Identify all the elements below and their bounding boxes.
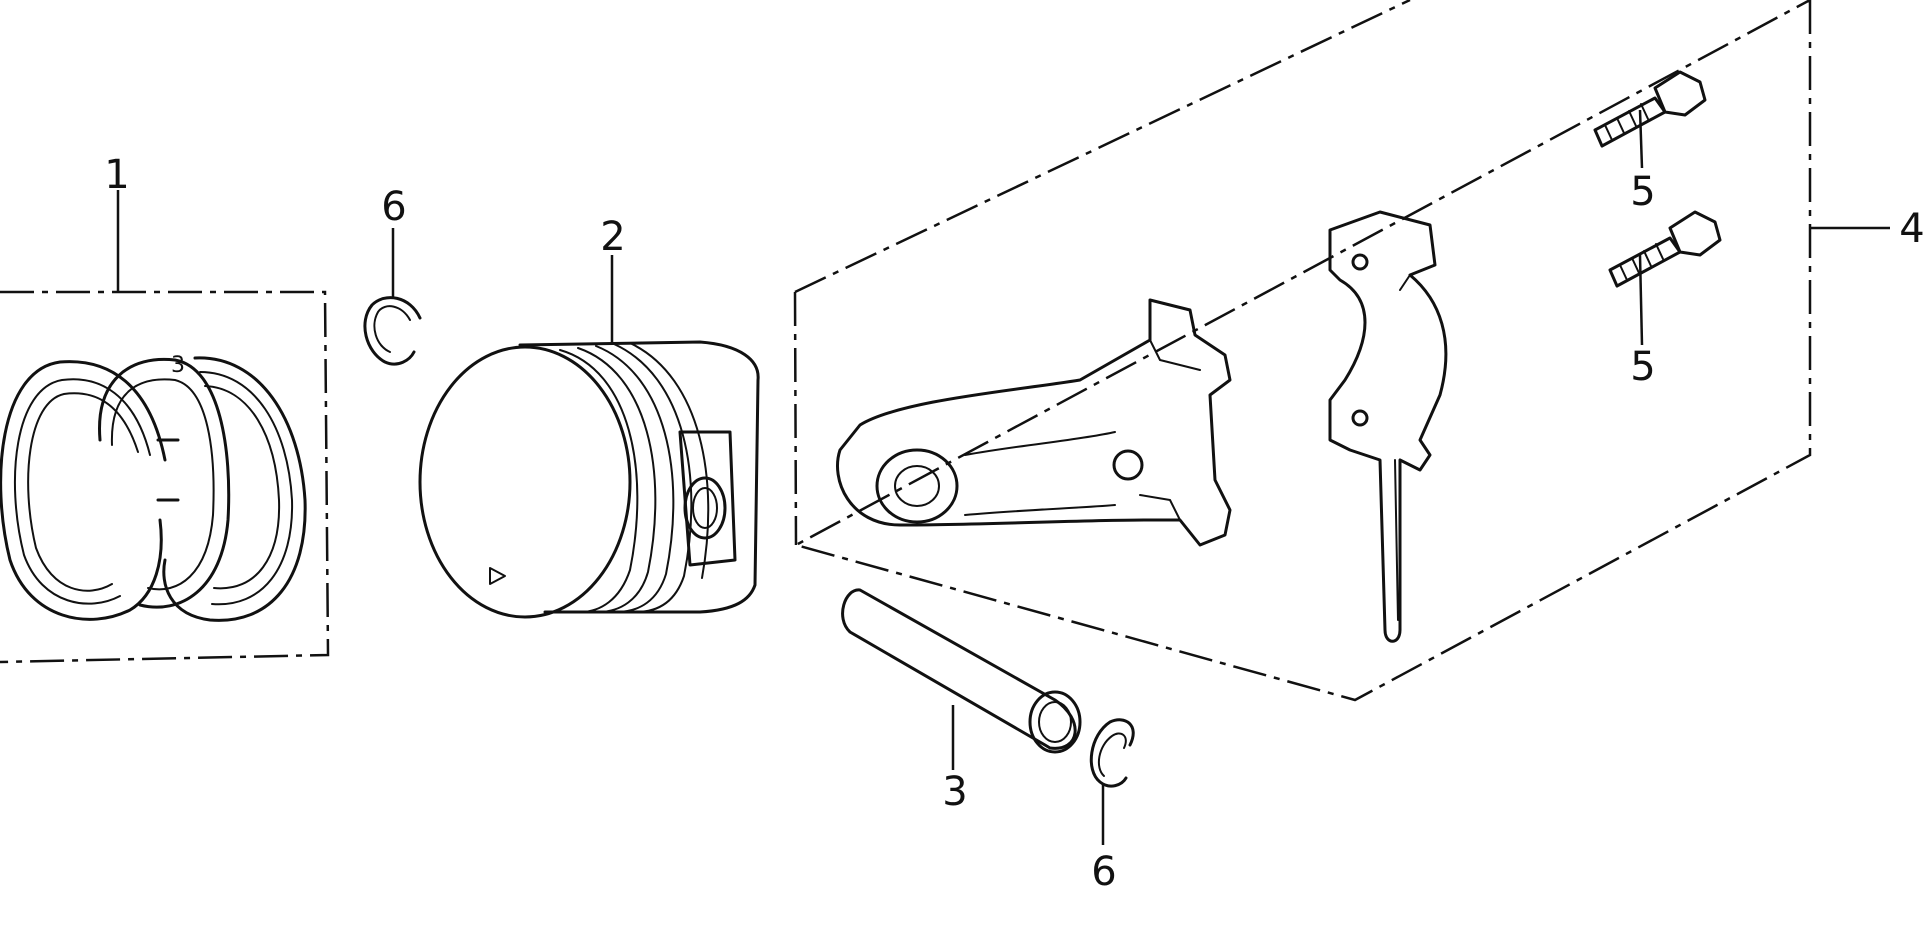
circlip-icon[interactable] (363, 228, 422, 366)
connecting-rod-icon[interactable] (836, 298, 1232, 547)
callout-pin-clip-lower: 6 (1091, 849, 1116, 895)
callout-pin-clip-upper: 6 (381, 184, 406, 230)
callout-piston-rings: 1 (104, 152, 129, 198)
connecting-rod-assembly-frame (792, 0, 1890, 702)
callout-piston-pin: 3 (942, 769, 967, 815)
bolt-icon[interactable] (1593, 70, 1707, 169)
piston-icon[interactable] (418, 255, 760, 619)
circlip-icon[interactable] (1089, 718, 1135, 845)
callout-rod-bolt-upper: 5 (1630, 169, 1655, 215)
piston-pin-icon[interactable] (841, 588, 1082, 770)
callout-piston: 2 (600, 214, 625, 260)
piston-ring-set-icon[interactable]: 3 (0, 190, 330, 664)
callout-rod-bolt-lower: 5 (1630, 344, 1655, 390)
rod-cap-icon[interactable] (1328, 210, 1448, 643)
callout-connecting-rod-assembly: 4 (1899, 206, 1924, 252)
svg-text:3: 3 (171, 353, 185, 378)
bolt-icon[interactable] (1608, 210, 1722, 346)
